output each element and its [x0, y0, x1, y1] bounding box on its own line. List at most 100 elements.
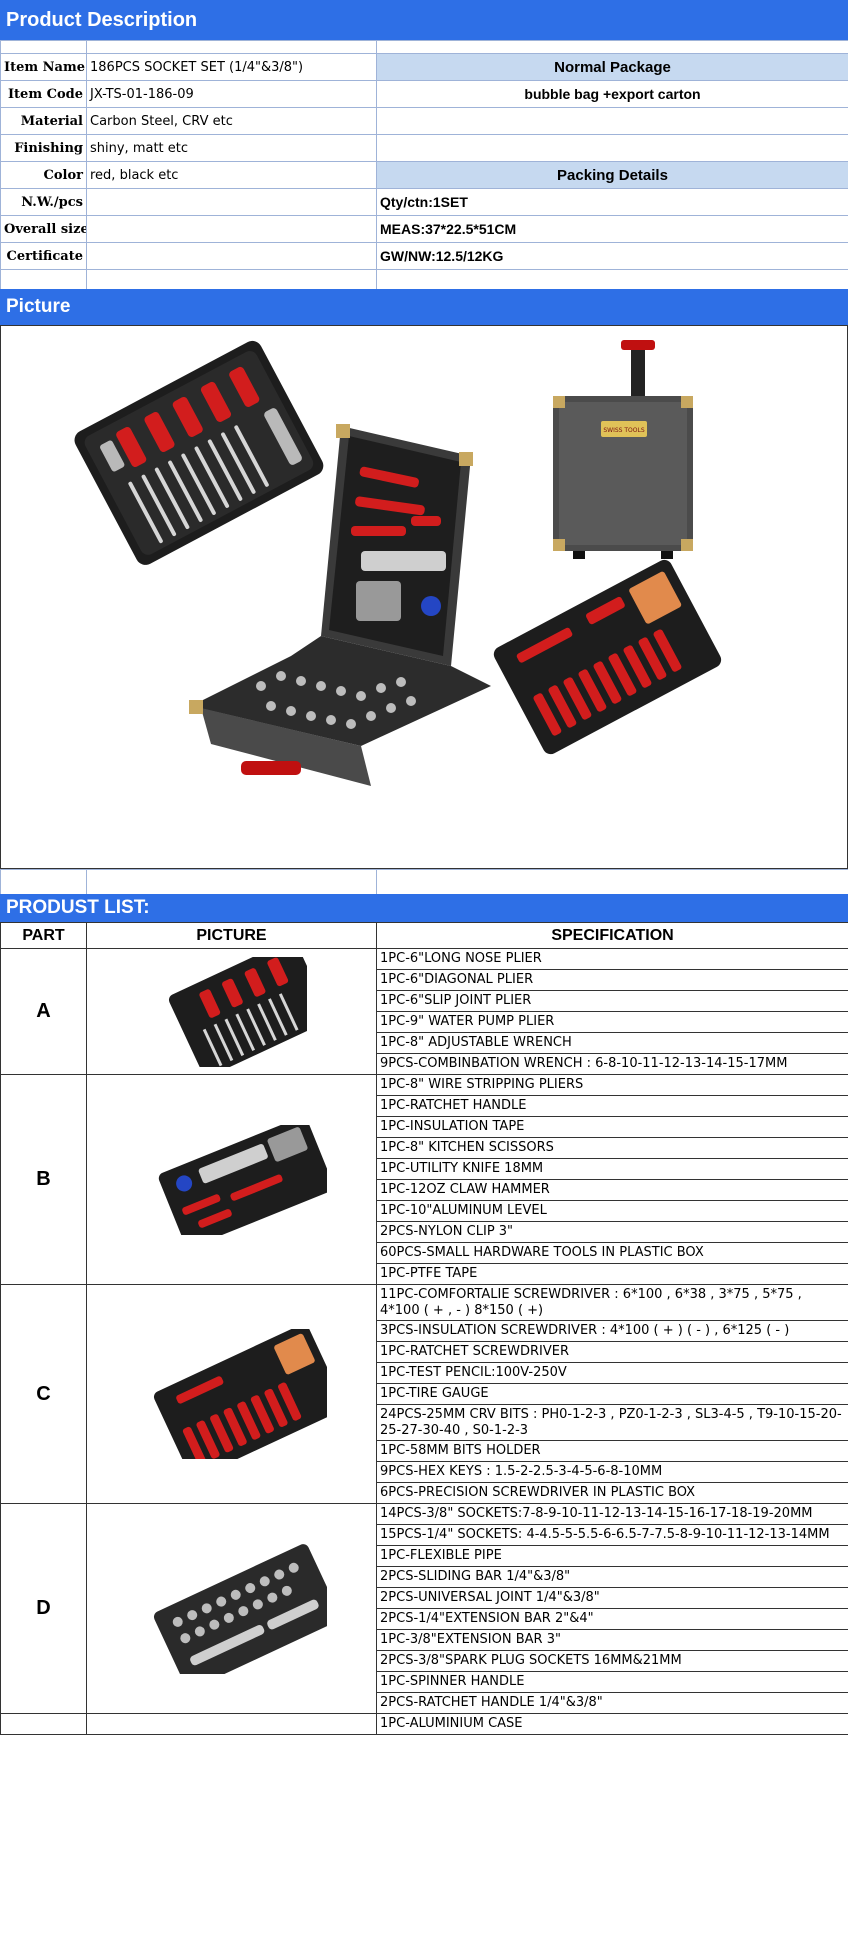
- product-spec-row: 1PC-SPINNER HANDLE: [1, 1671, 848, 1693]
- spec-item: 1PC-58MM BITS HOLDER: [376, 1440, 848, 1462]
- details-value: shiny, matt etc: [86, 134, 377, 162]
- section-title-picture: Picture: [0, 289, 848, 325]
- product-spec-row: 1PC-RATCHET HANDLE: [1, 1095, 848, 1117]
- product-list-table: PART PICTURE SPECIFICATION A 1PC-6"LONG N…: [0, 922, 848, 1735]
- part-letter: C: [0, 1284, 87, 1504]
- part-picture: [86, 1503, 377, 1714]
- spec-item: 1PC-ALUMINIUM CASE: [376, 1713, 848, 1735]
- spec-item: 1PC-6"LONG NOSE PLIER: [376, 948, 848, 970]
- packing-info: Normal Package: [376, 53, 848, 81]
- spec-item: 60PCS-SMALL HARDWARE TOOLS IN PLASTIC BO…: [376, 1242, 848, 1264]
- product-spec-row: C 11PC-COMFORTALIE SCREWDRIVER : 6*100 , …: [0, 1284, 848, 1504]
- product-spec-row: 2PCS-NYLON CLIP 3": [1, 1221, 848, 1243]
- closed-case-image: SWISS TOOLS: [553, 340, 693, 559]
- tray-b-thumbnail: [158, 1124, 327, 1235]
- product-list-header-row: PART PICTURE SPECIFICATION: [0, 922, 848, 949]
- toolkit-photo: SWISS TOOLS: [74, 340, 722, 786]
- details-label: Item Code: [0, 80, 87, 108]
- spec-item: 1PC-PTFE TAPE: [376, 1263, 848, 1285]
- spacer-row-bottom: [0, 869, 848, 895]
- spec-item: 11PC-COMFORTALIE SCREWDRIVER : 6*100 , 6…: [376, 1284, 848, 1321]
- details-value: JX-TS-01-186-09: [86, 80, 377, 108]
- details-label: N.W./pcs: [0, 188, 87, 216]
- spec-item: 9PCS-COMBINBATION WRENCH : 6-8-10-11-12-…: [376, 1053, 848, 1075]
- spec-item: 1PC-FLEXIBLE PIPE: [376, 1545, 848, 1567]
- packing-info: [376, 134, 848, 162]
- spec-item: 1PC-12OZ CLAW HAMMER: [376, 1179, 848, 1201]
- part-picture: [86, 1284, 377, 1504]
- spec-item: 15PCS-1/4" SOCKETS: 4-4.5-5-5.5-6-6.5-7-…: [376, 1524, 848, 1546]
- details-label: Finishing: [0, 134, 87, 162]
- tray-d-thumbnail: [153, 1543, 327, 1674]
- details-label: Color: [0, 161, 87, 189]
- spec-item: 2PCS-UNIVERSAL JOINT 1/4"&3/8": [376, 1587, 848, 1609]
- product-spec-row: 1PC-FLEXIBLE PIPE: [1, 1545, 848, 1567]
- spec-item: 1PC-TEST PENCIL:100V-250V: [376, 1362, 848, 1384]
- header-picture: PICTURE: [86, 922, 377, 949]
- spec-item: 1PC-UTILITY KNIFE 18MM: [376, 1158, 848, 1180]
- details-value: 186PCS SOCKET SET (1/4"&3/8"): [86, 53, 377, 81]
- spec-item: 1PC-10"ALUMINUM LEVEL: [376, 1200, 848, 1222]
- spacer-row-mid: [0, 269, 848, 290]
- open-case-image: [189, 424, 491, 786]
- brand-plate-text: SWISS TOOLS: [603, 427, 644, 434]
- details-value: [86, 215, 377, 243]
- details-label: Item Name: [0, 53, 87, 81]
- product-photo-frame: SWISS TOOLS: [0, 325, 848, 869]
- spacer-row-top: [0, 40, 848, 54]
- spec-item: 1PC-TIRE GAUGE: [376, 1383, 848, 1405]
- section-title-description: Product Description: [0, 0, 848, 40]
- packing-info: bubble bag +export carton: [376, 80, 848, 108]
- packing-info: MEAS:37*22.5*51CM: [376, 215, 848, 243]
- empty-cell: [86, 1713, 377, 1735]
- header-part: PART: [0, 922, 87, 949]
- details-value: Carbon Steel, CRV etc: [86, 107, 377, 135]
- part-picture: [86, 1074, 377, 1285]
- spec-item: 1PC-SPINNER HANDLE: [376, 1671, 848, 1693]
- spec-item: 1PC-3/8"EXTENSION BAR 3": [376, 1629, 848, 1651]
- product-spec-row: A 1PC-6"LONG NOSE PLIER: [0, 948, 848, 1075]
- details-value: [86, 188, 377, 216]
- spec-item: 2PCS-NYLON CLIP 3": [376, 1221, 848, 1243]
- product-spec-row: 1PC-6"DIAGONAL PLIER: [1, 969, 848, 991]
- product-spec-row: 9PCS-COMBINBATION WRENCH : 6-8-10-11-12-…: [1, 1053, 848, 1075]
- empty-cell: [0, 1713, 87, 1735]
- section-title-product-list: PRODUST LIST:: [0, 894, 848, 922]
- product-spec-row: 24PCS-25MM CRV BITS : PH0-1-2-3 , PZ0-1-…: [1, 1404, 848, 1441]
- spec-item: 1PC-RATCHET HANDLE: [376, 1095, 848, 1117]
- packing-info: GW/NW:12.5/12KG: [376, 242, 848, 270]
- spec-item: 1PC-8" ADJUSTABLE WRENCH: [376, 1032, 848, 1054]
- header-specification: SPECIFICATION: [376, 922, 848, 949]
- spec-item: 14PCS-3/8" SOCKETS:7-8-9-10-11-12-13-14-…: [376, 1503, 848, 1525]
- spec-item: 2PCS-RATCHET HANDLE 1/4"&3/8": [376, 1692, 848, 1714]
- part-letter: A: [0, 948, 87, 1075]
- screwdriver-tray-image: [493, 559, 722, 755]
- spec-item: 1PC-8" KITCHEN SCISSORS: [376, 1137, 848, 1159]
- details-label: Material: [0, 107, 87, 135]
- spec-item: 9PCS-HEX KEYS : 1.5-2-2.5-3-4-5-6-8-10MM: [376, 1461, 848, 1483]
- details-value: red, black etc: [86, 161, 377, 189]
- spec-item: 2PCS-3/8"SPARK PLUG SOCKETS 16MM&21MM: [376, 1650, 848, 1672]
- spec-item: 24PCS-25MM CRV BITS : PH0-1-2-3 , PZ0-1-…: [376, 1404, 848, 1441]
- spec-item: 1PC-RATCHET SCREWDRIVER: [376, 1341, 848, 1363]
- product-spec-row: 15PCS-1/4" SOCKETS: 4-4.5-5-5.5-6-6.5-7-…: [1, 1524, 848, 1546]
- product-spec-row: 1PC-PTFE TAPE: [1, 1263, 848, 1285]
- details-label: Certificate: [0, 242, 87, 270]
- spec-item: 3PCS-INSULATION SCREWDRIVER : 4*100 ( + …: [376, 1320, 848, 1342]
- tray-c-thumbnail: [153, 1329, 327, 1459]
- spec-item: 2PCS-SLIDING BAR 1/4"&3/8": [376, 1566, 848, 1588]
- details-value: [86, 242, 377, 270]
- spec-item: 6PCS-PRECISION SCREWDRIVER IN PLASTIC BO…: [376, 1482, 848, 1504]
- spec-item: 1PC-9" WATER PUMP PLIER: [376, 1011, 848, 1033]
- product-spec-row: 9PCS-HEX KEYS : 1.5-2-2.5-3-4-5-6-8-10MM: [1, 1461, 848, 1483]
- product-spec-row: 1PC-ALUMINIUM CASE: [0, 1713, 848, 1735]
